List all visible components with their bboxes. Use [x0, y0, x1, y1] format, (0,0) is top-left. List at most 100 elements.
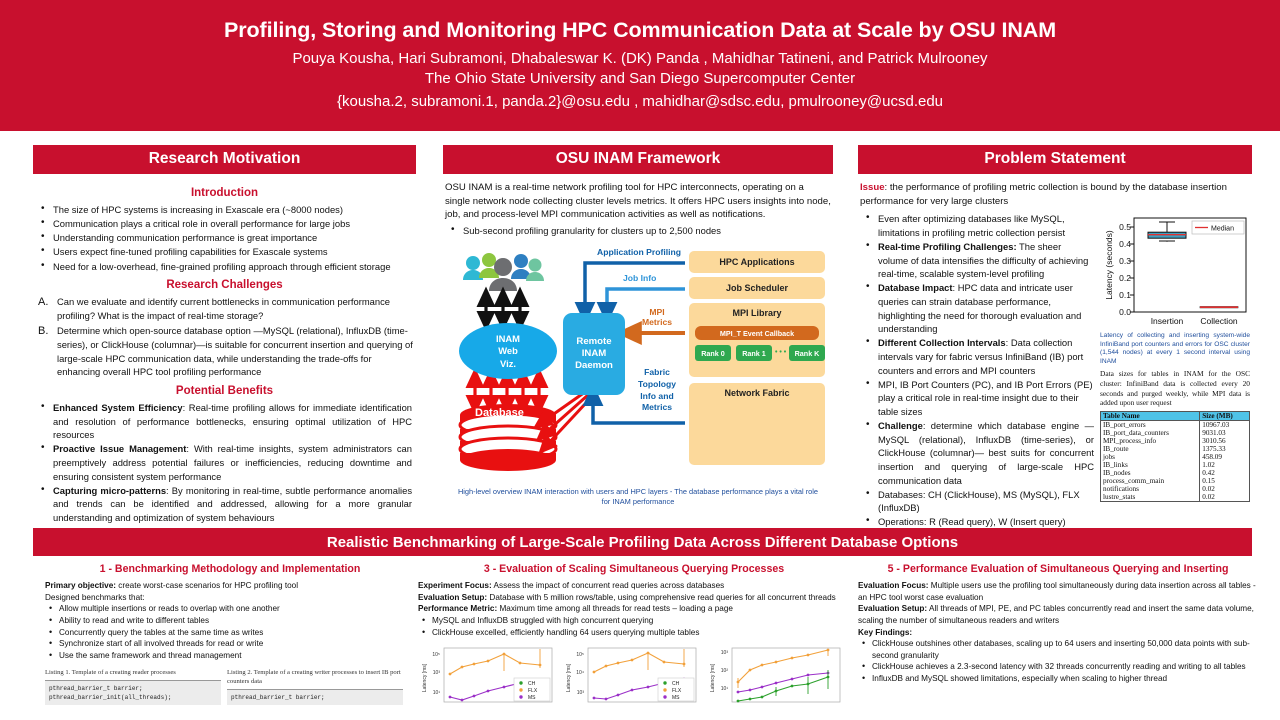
section5-title: 5 - Performance Evaluation of Simultaneo… [887, 563, 1229, 575]
chart-scaling-read-queries-3: 10³ 10² 10¹ Latency [ms] [706, 644, 844, 704]
list-item: The size of HPC systems is increasing in… [35, 202, 414, 217]
svg-text:0.0: 0.0 [1119, 307, 1131, 317]
line-text: Maximum time among all threads for read … [497, 604, 733, 614]
svg-text:Latency [ms]: Latency [ms] [422, 663, 428, 692]
cell-table-name: IB_port_data_counters [1099, 428, 1201, 437]
line-lead: Evaluation Focus: [858, 581, 929, 590]
svg-text:10³: 10³ [721, 650, 729, 656]
cell-size: 458.09 [1199, 452, 1250, 461]
list-item: Synchronize start of all involved thread… [45, 637, 415, 650]
listing-2: Listing 2. Template of a creating writer… [227, 669, 403, 705]
users-group-icon [463, 253, 544, 292]
framework-figure-caption: High-level overview INAM interaction wit… [457, 487, 819, 507]
list-item: Ability to read and write to different t… [45, 614, 415, 627]
list-item: Concurrently query the tables at the sam… [45, 626, 415, 639]
list-item: Need for a low-overhead, fine-grained pr… [35, 259, 414, 274]
bullet-lead: Different Collection Intervals [878, 337, 1006, 349]
list-marker: A. [38, 296, 49, 309]
list-item: Users expect fine-tuned profiling capabi… [35, 244, 414, 259]
line-lead: Evaluation Setup: [858, 604, 928, 614]
contact-emails: {kousha.2, subramoni.1, panda.2}@osu.edu… [336, 93, 944, 111]
bullet-text: : HPC data and intricate user queries ca… [878, 282, 1082, 335]
cell-size: 10967.03 [1199, 420, 1250, 429]
label-job-info: Job Info [623, 273, 657, 284]
table-caption: Data sizes for tables in INAM for the OS… [1100, 369, 1250, 408]
listing-1-code: pthread_barrier_t barrier; pthread_barri… [45, 681, 221, 706]
svg-text:FLX: FLX [528, 688, 538, 694]
svg-text:0.4: 0.4 [1119, 239, 1131, 249]
diagram-database-label: Database [475, 407, 524, 420]
framework-architecture-diagram: Application Profiling Job Info MPI Metri… [445, 245, 831, 483]
listing-2-code: pthread_barrier_t barrier; [227, 689, 403, 705]
line-lead: Performance Metric: [418, 604, 498, 614]
bullet-text: Even after optimizing databases like MyS… [878, 213, 1066, 238]
diagram-rank-k: Rank K [789, 345, 825, 362]
section3-bullets: MySQL and InfluxDB struggled with high c… [418, 614, 850, 638]
cell-size: 0.02 [1199, 484, 1250, 493]
list-item: Allow multiple insertions or reads to ov… [45, 602, 415, 615]
cell-size: 0.15 [1199, 476, 1250, 485]
cell-size: 0.02 [1199, 492, 1250, 502]
section-scaling-querying: 3 - Evaluation of Scaling Simultaneous Q… [418, 563, 850, 704]
bullet-lead: Challenge [878, 420, 923, 432]
line-text: Assess the impact of concurrent read que… [491, 581, 725, 590]
list-item: Challenge: determine which database engi… [860, 418, 1094, 487]
poster-title-banner: Profiling, Storing and Monitoring HPC Co… [0, 0, 1280, 131]
svg-text:10¹: 10¹ [433, 690, 441, 696]
diagram-box-remote-inam-daemon: Remote INAM Daemon [563, 313, 625, 396]
cell-table-name: IB_links [1099, 460, 1201, 469]
benchmarking-banner: Realistic Benchmarking of Large-Scale Pr… [33, 528, 1252, 556]
chart-1-legend: CH FLX MS [513, 677, 551, 702]
database-cylinder-icon [458, 404, 558, 472]
table-header-row: Table Name Size (MB) [1099, 410, 1250, 421]
bullet-lead: Database Impact [878, 282, 953, 294]
bullet-text: The sheer volume of data intensifies the… [878, 240, 1089, 280]
cell-table-name: jobs [1099, 452, 1201, 461]
svg-text:10¹: 10¹ [721, 686, 729, 692]
line-lead: Evaluation Setup: [418, 592, 488, 602]
list-item: ClickHouse outshines other databases, sc… [858, 637, 1258, 661]
section-header-problem-statement: Problem Statement [858, 145, 1252, 174]
svg-text:Latency [ms]: Latency [ms] [566, 663, 572, 692]
column-research-motivation: Research Motivation Introduction The siz… [33, 145, 416, 525]
chart-2-canvas: 10⁵ 10⁴ 10³ Latency [ms] [566, 647, 697, 703]
list-item: Sub-second profiling granularity for clu… [445, 223, 831, 238]
boxplot-caption: Latency of collecting and inserting syst… [1100, 332, 1250, 365]
svg-text:Collection: Collection [1200, 316, 1238, 326]
list-marker: B. [38, 325, 49, 338]
svg-text:10⁴: 10⁴ [576, 670, 584, 676]
potential-benefits-list: Enhanced System Efficiency: Real-time pr… [35, 400, 414, 525]
cell-size: 1375.33 [1199, 444, 1250, 453]
affiliation: The Ohio State University and San Diego … [424, 70, 856, 88]
line-text: Multiple users use the profiling tool si… [858, 581, 1256, 602]
chart-scaling-read-queries-1: 10⁵ 10³ 10¹ Latency [ms] [418, 644, 556, 704]
code-listings: Listing 1. Template of a creating reader… [45, 669, 415, 706]
section-benchmarking-methodology: 1 - Benchmarking Methodology and Impleme… [45, 563, 415, 706]
section1-objective: Primary objective: create worst-case sce… [45, 580, 415, 592]
cell-size: 0.42 [1199, 468, 1250, 477]
list-item: Communication plays a critical role in o… [35, 216, 414, 231]
bullet-text: : Data collection intervals vary for fab… [878, 337, 1084, 376]
cell-table-name: IB_nodes [1099, 468, 1201, 477]
list-item: Real-time Profiling Challenges: The shee… [860, 239, 1094, 281]
section1-bullets: Allow multiple insertions or reads to ov… [45, 602, 415, 661]
diagram-box-hpc-applications: HPC Applications [689, 251, 825, 274]
list-item: Understanding communication performance … [35, 230, 414, 245]
chart-scaling-read-queries-2: 10⁵ 10⁴ 10³ Latency [ms] [562, 644, 700, 704]
section1-title: 1 - Benchmarking Methodology and Impleme… [99, 563, 361, 575]
diagram-box-mpi-library: MPI Library [689, 303, 825, 378]
column-osu-inam-framework: OSU INAM Framework OSU INAM is a real-ti… [443, 145, 833, 507]
chart-1-canvas: 10⁵ 10³ 10¹ Latency [ms] [422, 647, 553, 703]
list-item: B. Determine which open-source database … [35, 324, 414, 379]
svg-text:10⁵: 10⁵ [576, 652, 584, 658]
list-item: ClickHouse achieves a 2.3-second latency… [858, 661, 1258, 673]
boxplot-legend: Median [1191, 220, 1245, 235]
label-fabric-topology: Fabric Topology Info and Metrics [637, 367, 677, 413]
page-title: Profiling, Storing and Monitoring HPC Co… [223, 18, 1057, 42]
diagram-rank-0: Rank 0 [695, 345, 731, 362]
